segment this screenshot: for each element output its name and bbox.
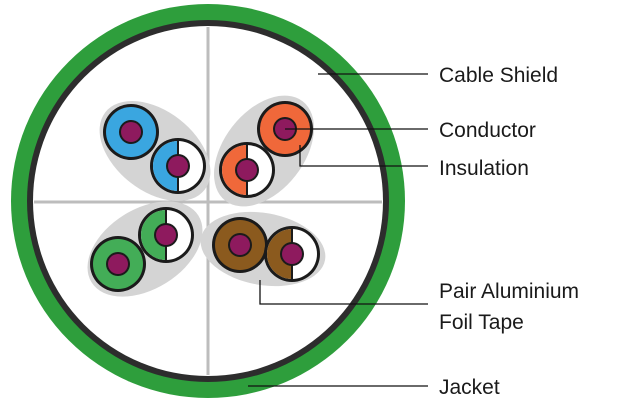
- label-insulation: Insulation: [439, 157, 529, 180]
- label-conductor: Conductor: [439, 119, 536, 142]
- wire-brown-solid: [212, 217, 268, 273]
- wire-blue-solid: [103, 104, 159, 160]
- wire-green-stripe: [138, 207, 194, 263]
- leader-foil-tape: [259, 280, 428, 305]
- wire-green-solid: [90, 236, 146, 292]
- label-foil-tape-line2: Foil Tape: [439, 311, 524, 334]
- label-jacket: Jacket: [439, 376, 500, 399]
- label-foil-tape-line1: Pair Aluminium: [439, 280, 579, 303]
- leader-insulation: [299, 145, 428, 167]
- wire-brown-stripe: [264, 226, 320, 282]
- wire-orange-stripe: [219, 142, 275, 198]
- wire-blue-stripe: [150, 138, 206, 194]
- label-cable-shield: Cable Shield: [439, 64, 558, 87]
